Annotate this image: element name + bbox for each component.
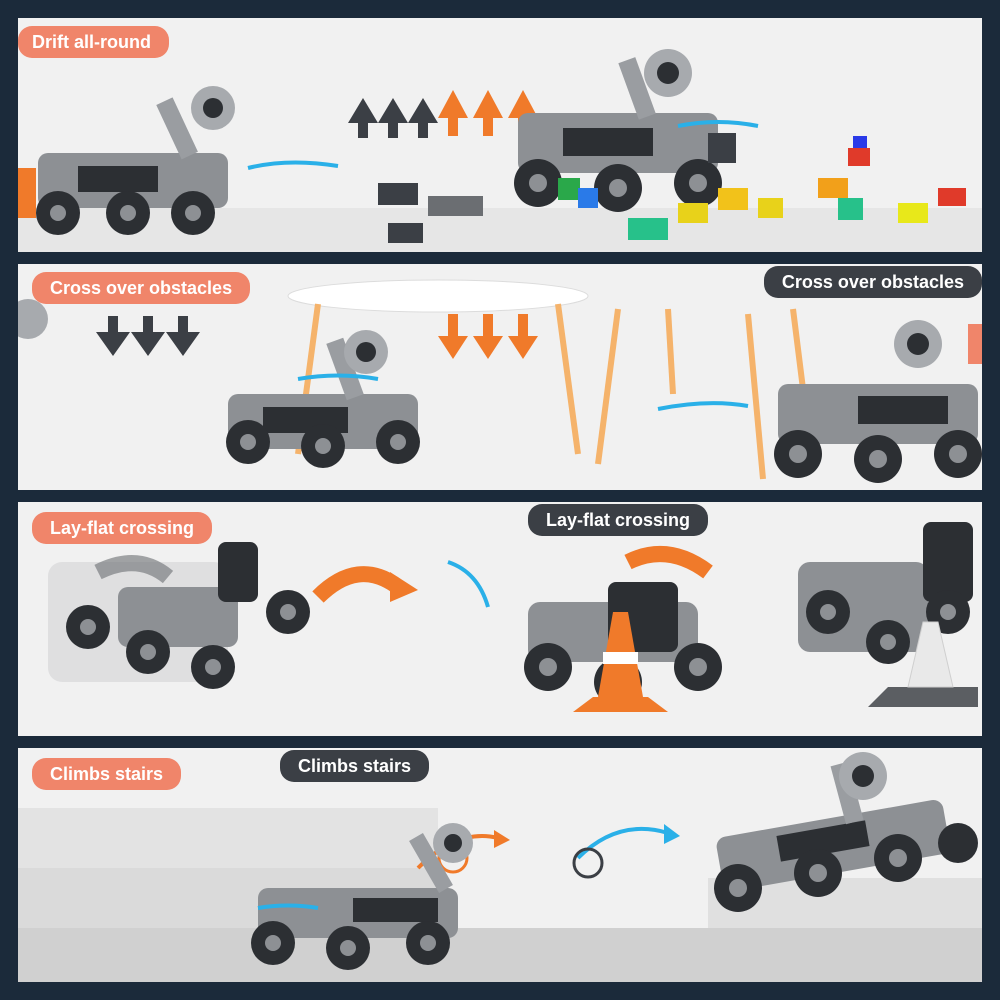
robot-head-edge (18, 299, 48, 339)
toy-blocks (378, 133, 966, 243)
robot-center (226, 330, 420, 468)
label-obstacles-left: Cross over obstacles (32, 272, 251, 304)
robot-stairs-low (251, 823, 473, 970)
label-layflat-left: Lay-flat crossing (32, 512, 213, 544)
drift-scene (18, 49, 982, 252)
arrows-up-gray (348, 98, 438, 138)
robot-right-obstacles (657, 320, 982, 483)
robot-left (18, 86, 339, 235)
stairs-scene (18, 752, 982, 982)
robot-right (514, 49, 759, 212)
label-layflat-right: Lay-flat crossing (528, 504, 709, 536)
table (287, 279, 811, 480)
layflat-scene (48, 522, 978, 712)
panel-drift: Drift all-round (18, 18, 982, 252)
panel-obstacles: Cross over obstacles Cross over obstacle… (18, 264, 982, 490)
arrows-down-gray (96, 316, 200, 356)
robot-stairs-high (714, 752, 978, 912)
label-stairs-left: Climbs stairs (32, 758, 182, 790)
panel-layflat: Lay-flat crossing Lay-flat crossing (18, 502, 982, 736)
arrows-up-orange (438, 90, 538, 136)
label-drift-left: Drift all-round (18, 26, 169, 58)
arrow-layflat-orange (312, 566, 403, 603)
robot-layflat-left (48, 542, 310, 689)
label-obstacles-right: Cross over obstacles (763, 266, 982, 298)
label-stairs-right: Climbs stairs (280, 750, 430, 782)
robot-layflat-right (798, 522, 978, 707)
traffic-cone (573, 612, 668, 712)
arrows-down-orange (438, 314, 538, 359)
panel-stairs: Climbs stairs Climbs stairs (18, 748, 982, 982)
arrow-climb-blue (576, 826, 669, 860)
obstacles-scene (18, 279, 982, 483)
